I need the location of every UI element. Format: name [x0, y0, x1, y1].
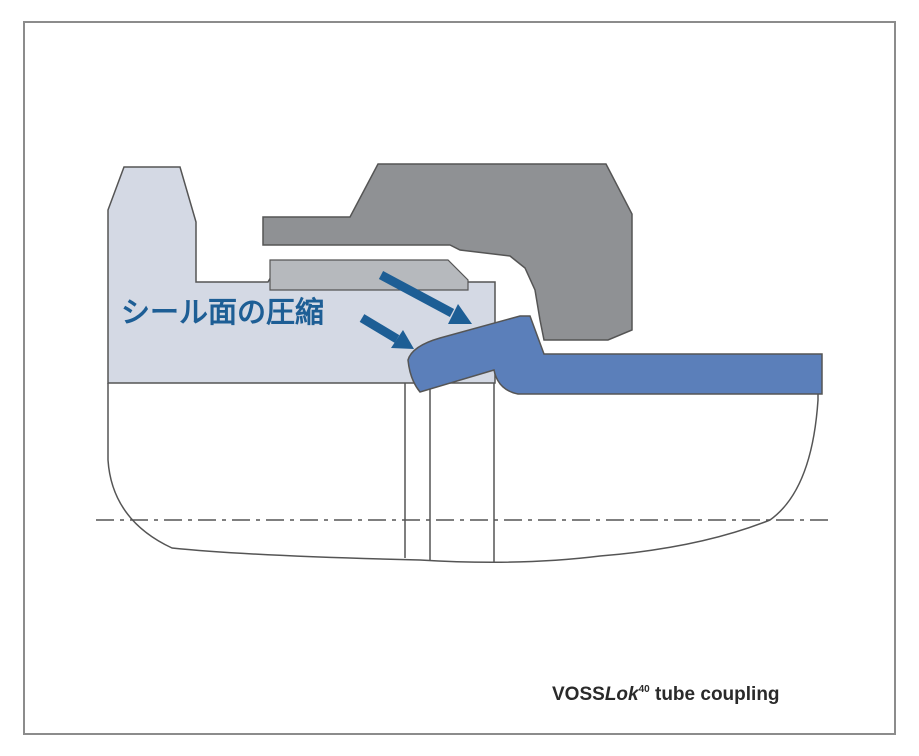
diagram-caption: VOSSLok40 tube coupling — [552, 684, 780, 705]
cutting-ring — [269, 259, 469, 291]
lower-body-outline — [107, 383, 819, 563]
seal-compression-label: シール面の圧縮 — [121, 295, 324, 329]
caption-superscript: 40 — [639, 684, 651, 695]
tube — [407, 315, 823, 395]
compression-arrow-1 — [378, 271, 472, 324]
caption-brand-italic: Lok — [605, 684, 640, 705]
union-nut — [262, 163, 633, 341]
caption-brand: VOSS — [552, 684, 605, 705]
compression-arrow-2 — [359, 314, 414, 349]
caption-rest: tube coupling — [650, 684, 780, 705]
